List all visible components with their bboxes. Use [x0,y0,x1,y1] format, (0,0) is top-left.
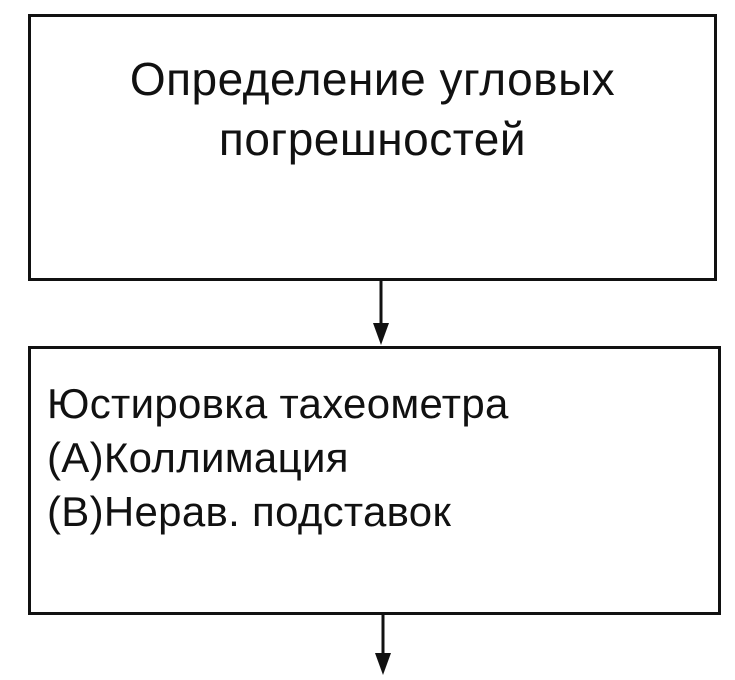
node-angular-errors-label: Определение угловых погрешностей [31,49,714,169]
node-angular-errors: Определение угловых погрешностей [28,14,717,281]
node-line: Определение угловых [129,53,616,105]
node-tacheometer-adjustment: Юстировка тахеометра (A)Коллимация (B)Не… [28,346,721,615]
node-line: Юстировка тахеометра [47,380,509,427]
node-line: погрешностей [218,113,527,165]
arrow-angular-errors-to-adjustment [373,281,389,345]
node-tacheometer-adjustment-label: Юстировка тахеометра (A)Коллимация (B)Не… [47,377,509,539]
node-line: (A)Коллимация [47,434,349,481]
arrow-adjustment-outgoing [375,615,391,675]
node-line: (B)Нерав. подставок [47,488,452,535]
arrow-head [373,323,389,345]
arrow-head [375,653,391,675]
